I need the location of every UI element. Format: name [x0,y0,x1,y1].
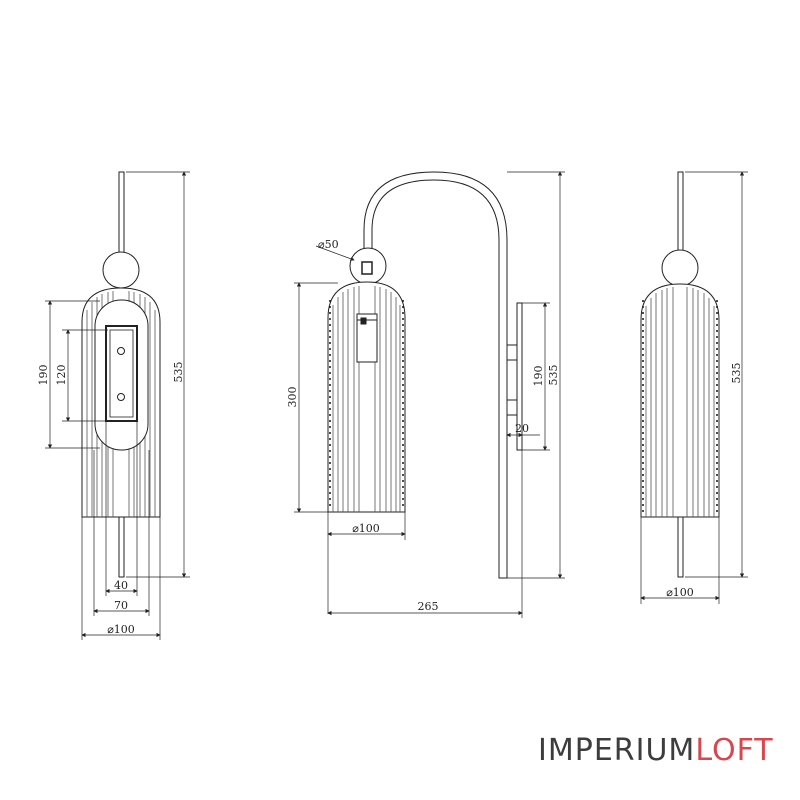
back-dim-535: 535 [730,363,743,384]
side-dim-300: 300 [286,387,299,408]
side-socket [361,261,373,275]
brand-logo: IMPERIUMLOFT [538,733,778,769]
back-dim-100: ⌀100 [666,586,694,599]
side-dim-20: 20 [515,422,529,435]
side-dim-190: 190 [532,366,545,387]
side-dim-100: ⌀100 [352,522,380,535]
back-shade-ribs [645,287,715,517]
side-dimensions [294,171,565,618]
side-dim-265: 265 [418,600,439,613]
front-screw-bottom [117,393,125,401]
back-ball [661,249,699,287]
front-dim-100: ⌀100 [107,623,135,636]
front-dimensions [45,171,190,640]
front-dim-40: 40 [114,579,128,592]
front-view [81,171,161,578]
front-dim-70: 70 [114,599,128,612]
brand-logo-part2: LOFT [695,733,774,768]
back-view [640,171,720,578]
brand-logo-part1: IMPERIUM [538,733,696,768]
back-dimensions [640,171,748,604]
side-shade-edge-dots [329,300,404,510]
front-dim-120: 120 [55,365,68,386]
side-lamp-holder [356,313,378,363]
side-dim-50: ⌀50 [318,238,339,251]
front-dim-535: 535 [172,362,185,383]
side-dim-535: 535 [547,365,560,386]
front-ball [102,251,140,289]
front-dim-190: 190 [37,365,50,386]
front-screw-top [117,347,125,355]
side-view [327,171,523,579]
back-shade [640,283,720,518]
